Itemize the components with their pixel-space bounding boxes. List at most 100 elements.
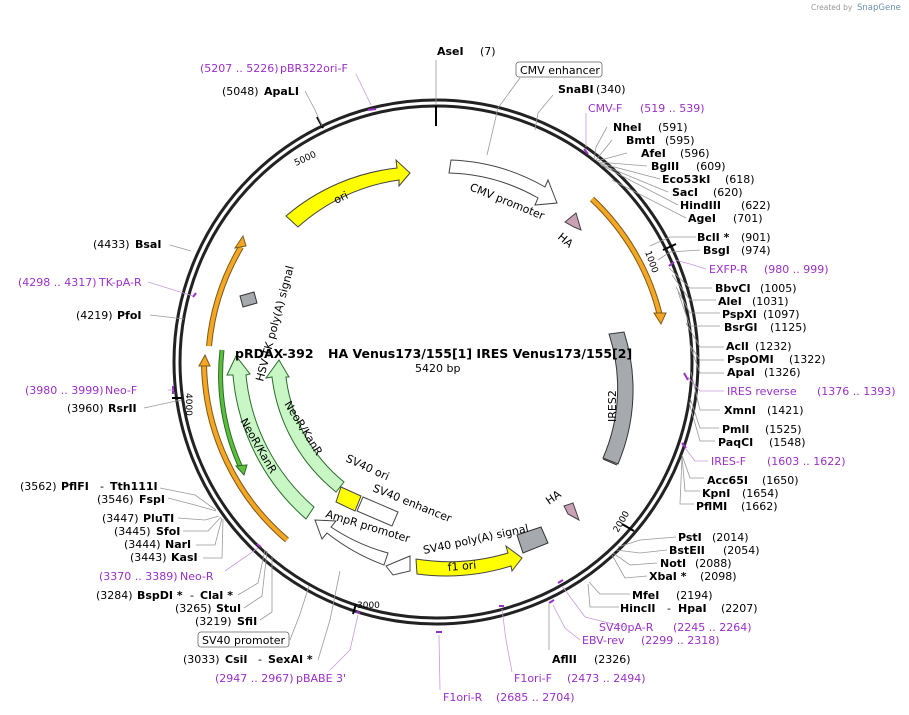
primer-f1ori-r-range: (2685 .. 2704) <box>496 691 575 704</box>
enzyme-pspomi-pos: (1322) <box>789 353 826 366</box>
enzyme-mfei-name: MfeI <box>632 589 659 602</box>
orf-left-outer-arrowhead <box>198 353 211 367</box>
enzyme-sfoi-name: SfoI <box>156 525 180 538</box>
enzyme-pluti: (3447)PluTI <box>102 512 174 525</box>
cmv-enhancer-label: CMV enhancer <box>520 64 600 77</box>
enzyme-hincii-name: HincII <box>620 602 656 615</box>
enzyme-hindiii: HindIII(622) <box>680 199 771 212</box>
enzyme-hindiii-name: HindIII <box>680 199 721 212</box>
primer-neo-r: (3370 .. 3389)Neo-R <box>99 570 214 583</box>
enzyme-aflii: AflII(2326) <box>552 653 631 666</box>
enzyme-aflii-pos: (2326) <box>594 653 631 666</box>
enzyme-bbvci: BbvCI(1005) <box>715 282 797 295</box>
enzyme-bglii: BglII (609) <box>651 160 726 173</box>
primer-ebv-rev: EBV-rev(2299 .. 2318) <box>582 634 720 647</box>
primer-pbabe3-name: pBABE 3' <box>296 672 346 685</box>
enzyme-pflfi-name: PflFI <box>61 480 89 493</box>
enzyme-bcli: BclI *(901) <box>697 231 771 244</box>
enzyme-fspi-name: FspI <box>139 493 165 506</box>
enzyme-apai: ApaI(1326) <box>727 366 801 379</box>
enzyme-sfii-name: SfiI <box>237 615 257 628</box>
sv40-ori-block <box>335 486 362 512</box>
enzyme-xmni-pos: (1421) <box>767 404 804 417</box>
enzyme-xmni-name: XmnI <box>724 404 756 417</box>
primer-pbr322ori-f: (5207 .. 5226)pBR322ori-F <box>200 62 348 75</box>
ha2-arrow <box>563 502 580 522</box>
enzyme-hincii-pos: (2207) <box>721 602 758 615</box>
enzyme-pluti-name: PluTI <box>143 512 174 525</box>
enzyme-asei-name: AseI <box>437 45 464 58</box>
enzyme-bmti-name: BmtI <box>626 134 655 147</box>
enzyme-pflfi: (3562) PflFI - Tth111I <box>20 480 158 493</box>
enzyme-bsteii-name: BstEII <box>669 544 705 557</box>
enzyme-kpni: KpnI(1654) <box>702 487 779 500</box>
primer-cmv-f-range: (519 .. 539) <box>640 102 705 115</box>
enzyme-stui-name: StuI <box>216 602 241 615</box>
enzyme-acli: AclI (1232) <box>726 340 792 353</box>
enzyme-csii-pos: (3033) <box>183 653 220 666</box>
primer-tk-pa-r: (4298 .. 4317)TK-pA-R <box>18 276 142 289</box>
neo-green-arrowhead <box>234 464 248 477</box>
enzyme-csii-name: CsiI <box>225 653 247 666</box>
credit-prefix: Created by <box>811 3 853 12</box>
primer-f1ori-r-name: F1ori-R <box>443 691 483 704</box>
enzyme-bcli-name: BclI * <box>697 231 730 244</box>
ha2-label: HA <box>543 487 564 507</box>
enzyme-nari-name: NarI <box>165 538 191 551</box>
ori-arrow <box>285 158 411 228</box>
primer-sv40pa-r-range: (2245 .. 2264) <box>673 621 752 634</box>
enzyme-bspdi: (3284) BspDI * - ClaI * <box>96 589 233 602</box>
enzyme-bsrgi: BsrGI(1125) <box>724 321 807 334</box>
enzyme-bsrgi-name: BsrGI <box>724 321 757 334</box>
enzyme-snabi: SnaBI (340) <box>558 83 626 96</box>
enzyme-agei: AgeI(701) <box>688 212 763 225</box>
enzyme-psti: PstI(2014) <box>678 531 749 544</box>
tick-5000: 5000 <box>293 150 318 169</box>
enzyme-paqci-pos: (1548) <box>769 436 806 449</box>
plasmid-size: 5420 bp <box>415 362 460 375</box>
primer-exfp-r-range: (980 .. 999) <box>764 263 829 276</box>
venus1-orf-arrowhead <box>653 312 667 326</box>
enzyme-hincii-name2: HpaI <box>678 602 707 615</box>
enzyme-saci-name: SacI <box>672 186 698 199</box>
enzyme-pflfi-sep: - <box>100 480 104 493</box>
tick-marks <box>172 106 677 615</box>
enzyme-bmti: BmtI(595) <box>626 134 695 147</box>
primer-exfp-r-name: EXFP-R <box>709 263 748 276</box>
primer-f1ori-f-name: F1ori-F <box>514 672 552 685</box>
enzyme-apali: (5048)ApaLI <box>222 85 299 98</box>
enzyme-csii-sep: - <box>258 653 262 666</box>
primer-ires-f-name: IRES-F <box>711 455 746 468</box>
enzyme-kasi: (3443)KasI <box>130 551 198 564</box>
enzyme-fspi: (3546) FspI <box>97 493 165 506</box>
enzyme-paqci-name: PaqCI <box>718 436 753 449</box>
enzyme-afei-pos: (596) <box>680 147 710 160</box>
enzyme-noti-name: NotI <box>660 557 686 570</box>
primer-f1ori-f-range: (2473 .. 2494) <box>567 672 646 685</box>
enzyme-nhei-name: NheI <box>613 121 642 134</box>
primer-pbr322ori-f-range: (5207 .. 5226) <box>200 62 279 75</box>
enzyme-kasi-name: KasI <box>171 551 198 564</box>
primer-f1ori-f: F1ori-F (2473 .. 2494) <box>514 672 646 685</box>
enzyme-bglii-name: BglII <box>651 160 679 173</box>
enzyme-acli-pos: (1232) <box>755 340 792 353</box>
snapgene-credit: Created by SnapGene <box>811 3 901 13</box>
primer-ires-f: IRES-F(1603 .. 1622) <box>711 455 846 468</box>
cmv-enhancer-box <box>515 61 603 78</box>
enzyme-asei: AseI (7) <box>437 45 496 58</box>
enzyme-fspi-pos: (3546) <box>97 493 134 506</box>
enzyme-apali-pos: (5048) <box>222 85 259 98</box>
enzyme-csii: (3033) CsiI - SexAI * <box>183 653 313 666</box>
enzyme-bglii-pos: (609) <box>696 160 726 173</box>
primer-tk-pa-r-name: TK-pA-R <box>98 276 142 289</box>
enzyme-acli-name: AclI <box>726 340 749 353</box>
enzyme-sfii-pos: (3219) <box>195 615 232 628</box>
ires2-end-marks <box>602 458 618 466</box>
primer-tk-pa-r-range: (4298 .. 4317) <box>18 276 97 289</box>
enzyme-mfei-pos: (2194) <box>676 589 713 602</box>
ori-label: ori <box>332 189 351 207</box>
enzyme-acc65i: Acc65I(1650) <box>707 474 799 487</box>
enzyme-xmni: XmnI (1421) <box>724 404 804 417</box>
primer-ebv-rev-range: (2299 .. 2318) <box>641 634 720 647</box>
enzyme-bsgi-pos: (974) <box>741 244 771 257</box>
